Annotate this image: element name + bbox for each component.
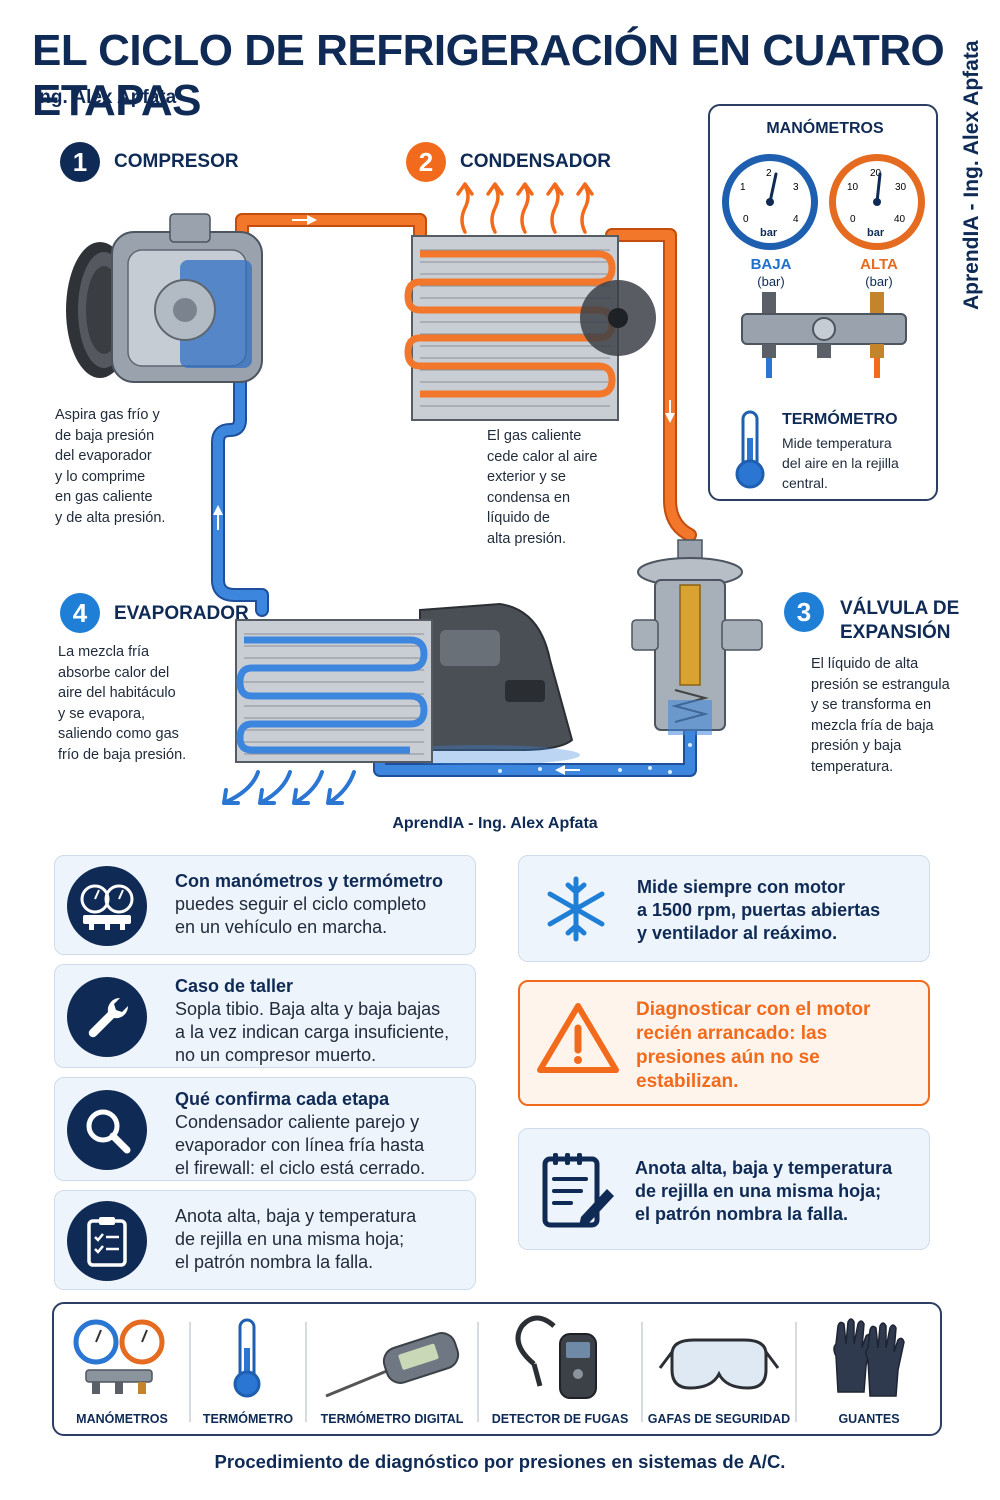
- svg-text:2: 2: [766, 168, 772, 179]
- tool-label-digital-thermometer: TERMÓMETRO DIGITAL: [320, 1412, 464, 1426]
- tool-label-gloves: GUANTES: [838, 1412, 900, 1426]
- tool-label-safety-goggles: GAFAS DE SEGURIDAD: [647, 1412, 791, 1426]
- author-subtitle: Ing. Alex Apfata: [34, 87, 177, 108]
- svg-text:0: 0: [743, 214, 749, 225]
- high-gauge-label: ALTA (bar): [860, 256, 898, 289]
- notepad-icon: [542, 1153, 614, 1228]
- step-1-label: COMPRESOR: [114, 151, 239, 172]
- tip-card-gauges-text: Con manómetros y termómetro puedes segui…: [175, 871, 444, 937]
- tools-strip: MANÓMETROS TERMÓMETRO TERMÓMETRO DIGITAL…: [52, 1302, 942, 1436]
- tool-label-leak-detector: DETECTOR DE FUGAS: [491, 1412, 629, 1426]
- step-4-badge: 4: [60, 593, 100, 633]
- step-4-label: EVAPORADOR: [114, 603, 249, 624]
- refrigeration-cycle-diagram: [66, 182, 763, 805]
- step-1-badge: 1: [60, 142, 100, 182]
- footer-caption: Procedimiento de diagnóstico por presion…: [214, 1451, 786, 1472]
- svg-text:0: 0: [850, 214, 856, 225]
- evaporator-illustration: [235, 602, 580, 765]
- tools-illustrations: [73, 1315, 905, 1422]
- tool-manometers-icon: [73, 1319, 165, 1394]
- tip-card-rpm-text: Mide siempre con motor a 1500 rpm, puert…: [637, 877, 881, 943]
- magnifier-icon: [67, 1090, 147, 1170]
- diagram-credit: AprendIA - Ing. Alex Apfata: [392, 815, 598, 832]
- tool-thermometer-icon: [233, 1318, 261, 1398]
- tip-card-gauges: Con manómetros y termómetro puedes segui…: [54, 855, 476, 955]
- tool-safety-goggles-icon: [658, 1338, 780, 1390]
- low-gauge-label: BAJA (bar): [750, 256, 792, 289]
- thermometer-icon: [735, 410, 765, 489]
- manifold-illustration: [741, 292, 907, 378]
- tip-card-workshop-text: Caso de taller Sopla tibio. Baja alta y …: [175, 976, 450, 1065]
- svg-text:10: 10: [847, 182, 859, 193]
- svg-text:30: 30: [895, 182, 907, 193]
- warning-card-text: Diagnosticar con el motor recién arranca…: [636, 999, 871, 1092]
- page-title: EL CICLO DE REFRIGERACIÓN EN CUATRO ETAP…: [32, 26, 945, 125]
- tip-card-stage-text: Qué confirma cada etapa Condensador cali…: [175, 1089, 426, 1178]
- tool-gloves-icon: [833, 1318, 905, 1397]
- thermometer-title: TERMÓMETRO: [782, 411, 898, 428]
- manometers-title: MANÓMETROS: [766, 120, 884, 137]
- tip-card-record-text: Anota alta, baja y temperatura de rejill…: [175, 1206, 417, 1272]
- tip-card-notes-text: Anota alta, baja y temperatura de rejill…: [635, 1158, 893, 1224]
- tip-card-notes: Anota alta, baja y temperatura de rejill…: [518, 1128, 930, 1250]
- svg-text:bar: bar: [760, 227, 778, 239]
- step-2-label: CONDENSADOR: [460, 151, 611, 172]
- high-pressure-gauge: 0 10 20 30 40 bar: [829, 154, 925, 250]
- instruments-panel: MANÓMETROS 0 1 2 3 4 bar 0 10 20 30 40 b…: [708, 104, 938, 501]
- expansion-valve-illustration: [631, 539, 763, 735]
- tool-leak-detector-icon: [515, 1315, 597, 1399]
- gauges-illustration: 0 1 2 3 4 bar 0 10 20 30 40 bar: [722, 154, 925, 378]
- low-pressure-gauge: 0 1 2 3 4 bar: [722, 154, 818, 250]
- svg-text:3: 3: [793, 182, 799, 193]
- snowflake-icon: [547, 876, 605, 942]
- svg-text:4: 4: [793, 214, 799, 225]
- svg-text:1: 1: [740, 182, 746, 193]
- heat-arrows: [456, 182, 594, 234]
- tip-card-record: Anota alta, baja y temperatura de rejill…: [54, 1190, 476, 1290]
- compressor-illustration: [66, 213, 263, 383]
- tool-digital-thermometer-icon: [325, 1332, 460, 1398]
- condenser-illustration: [404, 235, 656, 421]
- gauges-icon: [67, 866, 147, 946]
- clipboard-icon: [67, 1201, 147, 1281]
- svg-text:40: 40: [894, 214, 906, 225]
- warning-icon: [537, 1003, 619, 1073]
- svg-text:bar: bar: [867, 227, 885, 239]
- tip-card-rpm: Mide siempre con motor a 1500 rpm, puert…: [518, 855, 930, 962]
- tool-label-thermometer: TERMÓMETRO: [202, 1412, 294, 1426]
- warning-card: Diagnosticar con el motor recién arranca…: [518, 980, 930, 1106]
- tool-label-manometers: MANÓMETROS: [76, 1412, 168, 1426]
- tip-card-workshop-case: Caso de taller Sopla tibio. Baja alta y …: [54, 964, 476, 1068]
- cold-air-arrows: [222, 770, 356, 805]
- tip-card-stage-check: Qué confirma cada etapa Condensador cali…: [54, 1077, 476, 1181]
- svg-text:20: 20: [870, 168, 882, 179]
- wrench-icon: [67, 977, 147, 1057]
- step-3-badge: 3: [784, 592, 824, 632]
- step-2-badge: 2: [406, 142, 446, 182]
